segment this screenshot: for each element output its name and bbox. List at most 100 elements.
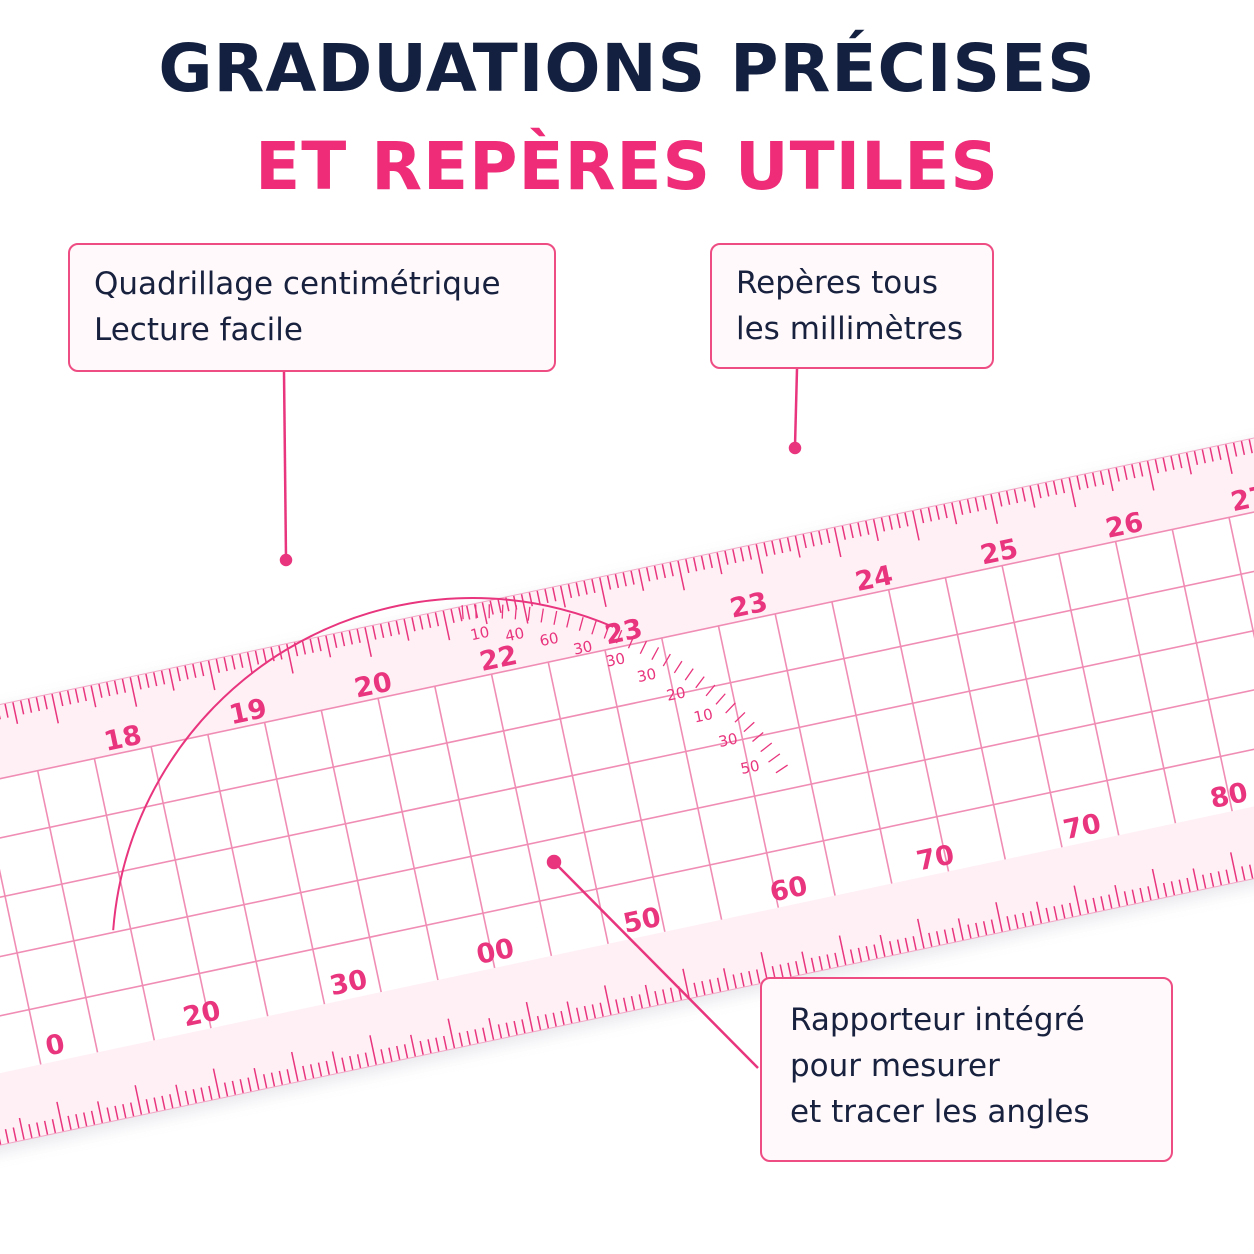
mm-tick-top: [192, 663, 197, 678]
mm-tick-bottom: [644, 984, 651, 1007]
mm-tick-top: [1232, 442, 1238, 457]
grid-horizontal-line: [0, 577, 1254, 946]
mm-tick-bottom: [488, 1018, 495, 1040]
top-scale-label: 26: [1103, 507, 1146, 545]
mm-tick-top: [536, 590, 541, 605]
mm-tick-top: [12, 702, 19, 724]
mm-tick-top: [763, 542, 768, 557]
callout-protractor: Rapporteur intégré pour mesurer et trace…: [760, 977, 1173, 1162]
mm-tick-top: [872, 519, 879, 542]
protractor-tick: [540, 608, 544, 623]
mm-tick-top: [4, 703, 9, 718]
protractor-tick: [639, 640, 648, 655]
top-scale-label: 24: [852, 560, 895, 598]
protractor-tick: [662, 653, 671, 667]
mm-tick-bottom: [638, 994, 643, 1009]
mm-tick-bottom: [888, 941, 894, 956]
mm-tick-top: [82, 687, 87, 702]
protractor-tick: [475, 604, 477, 619]
mm-tick-top: [395, 620, 400, 635]
grid-vertical-line: [377, 698, 439, 981]
mm-tick-bottom: [403, 1044, 409, 1059]
mm-tick-top: [622, 572, 627, 587]
mm-tick-top: [458, 607, 463, 622]
mm-tick-bottom: [779, 964, 784, 979]
mm-tick-bottom: [497, 1024, 503, 1039]
mm-tick-top: [340, 632, 346, 647]
protractor-tick: [615, 629, 623, 644]
mm-tick-bottom: [865, 946, 870, 961]
mm-tick-top: [66, 690, 72, 705]
grid-vertical-line: [150, 746, 212, 1029]
callout-protractor-line-3: et tracer les angles: [790, 1094, 1090, 1130]
bottom-scale-label: 30: [327, 964, 370, 1002]
mm-tick-bottom: [928, 932, 933, 947]
mm-tick-top: [364, 627, 373, 657]
grid-vertical-line: [263, 722, 326, 1005]
mm-tick-bottom: [513, 1020, 518, 1035]
mm-tick-bottom: [583, 1005, 589, 1020]
mm-tick-top: [1060, 479, 1066, 494]
mm-tick-top: [849, 524, 854, 539]
grid-vertical-line: [774, 613, 836, 896]
mm-tick-top: [231, 655, 236, 670]
mm-tick-top: [199, 662, 205, 677]
mm-tick-bottom: [208, 1085, 213, 1100]
mm-tick-bottom: [1229, 852, 1238, 882]
mm-tick-bottom: [396, 1045, 401, 1060]
protractor-tick: [705, 684, 716, 697]
mm-tick-top: [583, 580, 588, 595]
mm-tick-top: [51, 693, 59, 724]
protractor-label: 30: [636, 665, 658, 687]
mm-tick-bottom: [161, 1095, 166, 1110]
leader-protractor-dot: [546, 854, 562, 870]
mm-tick-top: [1037, 484, 1042, 499]
mm-tick-bottom: [270, 1072, 276, 1087]
mm-tick-bottom: [90, 1110, 96, 1125]
grid-horizontal-line: [0, 691, 1254, 1059]
mm-tick-top: [207, 660, 216, 691]
grid-vertical-line: [0, 782, 42, 1065]
mm-tick-bottom: [1151, 868, 1160, 899]
protractor-tick: [461, 605, 464, 620]
top-scale-label: 18: [101, 720, 144, 758]
protractor-label: 20: [665, 683, 687, 705]
mm-tick-top: [802, 534, 807, 549]
mm-tick-bottom: [349, 1055, 354, 1070]
mm-tick-bottom: [427, 1039, 432, 1054]
protractor-tick: [715, 693, 726, 705]
ruler-bottom-band: [0, 746, 1254, 1182]
mm-tick-bottom: [709, 979, 714, 994]
grid-vertical-line: [887, 589, 950, 872]
grid-horizontal-line: [0, 464, 1254, 832]
mm-tick-top: [599, 577, 607, 608]
mm-tick-top: [168, 668, 175, 691]
mm-tick-top: [653, 565, 659, 580]
protractor-tick: [651, 647, 660, 661]
callout-leaders: [279, 368, 802, 1069]
mm-tick-bottom: [1170, 881, 1176, 896]
mm-tick-bottom: [286, 1069, 291, 1084]
mm-tick-bottom: [693, 982, 698, 997]
protractor-label: 30: [572, 637, 594, 659]
grid-vertical-line: [1001, 565, 1063, 848]
mm-tick-top: [692, 557, 698, 572]
mm-tick-bottom: [1114, 884, 1121, 907]
mm-tick-bottom: [826, 954, 831, 969]
mm-tick-bottom: [838, 935, 847, 966]
grid-vertical-line: [93, 758, 156, 1041]
bottom-scale-label: 20: [180, 995, 223, 1033]
mm-tick-bottom: [818, 956, 823, 971]
mm-tick-bottom: [410, 1034, 417, 1057]
mm-tick-top: [35, 697, 41, 712]
protractor-label: 40: [503, 624, 525, 646]
mm-tick-bottom: [1186, 877, 1191, 892]
mm-tick-top: [1193, 450, 1199, 465]
mm-tick-bottom: [56, 1101, 64, 1132]
mm-tick-top: [825, 529, 831, 544]
mm-tick-bottom: [990, 919, 996, 934]
mm-tick-top: [121, 678, 127, 693]
protractor-tick: [578, 616, 584, 631]
mm-tick-bottom: [740, 972, 745, 987]
